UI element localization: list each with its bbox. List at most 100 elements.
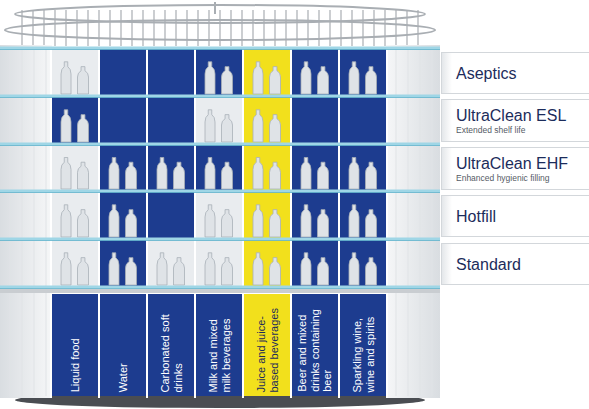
left-side-panel xyxy=(0,45,52,398)
panel-stripe xyxy=(420,48,421,396)
hygiene-level-tab: UltraClean ESLExtended shelf life xyxy=(441,99,589,142)
rack-rod xyxy=(109,10,110,46)
shelf-cell xyxy=(196,240,242,286)
bottle xyxy=(222,67,233,94)
shelf-cell xyxy=(244,240,290,286)
rack-rod xyxy=(417,10,418,46)
bottle xyxy=(318,162,329,189)
rack-rod xyxy=(186,10,187,46)
bottle xyxy=(78,162,89,189)
category-label: Water xyxy=(117,298,130,392)
bottle xyxy=(205,253,215,285)
bottle xyxy=(270,258,281,285)
rack-rod xyxy=(285,10,286,46)
glass-shelf xyxy=(0,190,440,193)
beverage-category-band: Beer and mixed drinks containing beer xyxy=(292,294,338,396)
shelf-cell xyxy=(244,145,290,190)
shelf-cell xyxy=(340,49,386,95)
shelf-cell xyxy=(292,192,338,238)
bottle xyxy=(205,158,215,190)
bottle xyxy=(109,205,119,237)
bottle xyxy=(301,62,311,94)
bottle xyxy=(61,158,71,190)
panel-stripe xyxy=(408,48,409,396)
rack-rod xyxy=(208,10,209,46)
shelf-cell xyxy=(340,240,386,286)
bottle xyxy=(270,115,281,142)
bottle xyxy=(78,210,89,237)
glass-shelf-edge xyxy=(0,240,440,241)
bottle xyxy=(349,158,359,190)
bottle xyxy=(301,253,311,285)
bottle xyxy=(318,67,329,94)
shelf-cell xyxy=(148,240,194,286)
panel-stripe xyxy=(396,48,397,396)
beverage-category-band: Milk and mixed milk beverages xyxy=(196,294,242,396)
bottle xyxy=(270,67,281,94)
rack-rod xyxy=(373,10,374,46)
shelf-cell xyxy=(244,192,290,238)
rack-rod xyxy=(263,10,264,46)
hygiene-level-tab: Hotfill xyxy=(441,195,589,237)
bottle xyxy=(253,205,263,237)
shelf-cell xyxy=(52,145,98,190)
category-label: Juice and juice-based beverages xyxy=(255,298,280,392)
panel-stripe xyxy=(10,48,11,396)
rack-rod xyxy=(340,10,341,46)
shelf-cell xyxy=(340,97,386,143)
rack-rod xyxy=(21,10,22,46)
shelf-cell xyxy=(292,97,338,143)
bottle xyxy=(78,115,89,142)
category-label: Milk and mixed milk beverages xyxy=(207,298,232,392)
rack-rod xyxy=(43,10,44,46)
shelf-cell xyxy=(196,192,242,238)
shelf-cell xyxy=(52,49,98,95)
glass-shelf xyxy=(0,286,440,289)
beverage-category-band: Sparkling wine, wine and spirits xyxy=(340,294,386,396)
bottle xyxy=(78,258,89,285)
bottle xyxy=(270,210,281,237)
hygiene-level-tab: Aseptics xyxy=(441,52,589,94)
shelf-cell xyxy=(148,192,194,238)
rack-rod xyxy=(406,10,407,46)
bottle xyxy=(366,258,377,285)
rack-rod xyxy=(219,10,220,46)
bottle xyxy=(126,210,137,237)
bottle xyxy=(270,162,281,189)
rack-rod xyxy=(274,10,275,46)
glass-shelf-edge xyxy=(0,49,440,50)
bottle xyxy=(157,158,167,190)
panel-stripes xyxy=(10,48,432,396)
bottle xyxy=(366,210,377,237)
base-rim xyxy=(0,289,440,293)
bottle xyxy=(366,67,377,94)
rack-rod xyxy=(87,10,88,46)
beverage-category-band: Water xyxy=(100,294,146,396)
bottle xyxy=(61,62,71,94)
bottle xyxy=(109,253,119,285)
shelf-cell xyxy=(100,49,146,95)
shelf-cell xyxy=(148,145,194,190)
rack-rod xyxy=(197,10,198,46)
rack-rod xyxy=(175,10,176,46)
bottle xyxy=(253,62,263,94)
rack-rod xyxy=(318,10,319,46)
category-label: Sparkling wine, wine and spirits xyxy=(351,298,376,392)
bottle xyxy=(126,162,137,189)
rack-rod xyxy=(98,10,99,46)
panel-stripe xyxy=(22,48,23,396)
shelf-cell xyxy=(100,192,146,238)
right-side-panel xyxy=(386,45,440,398)
tab-subtitle: Enhanced hygienic filling xyxy=(456,173,581,183)
tab-title: Aseptics xyxy=(456,64,581,83)
rack-rod xyxy=(362,10,363,46)
bottle xyxy=(78,67,89,94)
bottle xyxy=(349,62,359,94)
rack-rod xyxy=(76,10,77,46)
glass-shelf xyxy=(0,95,440,98)
shelf-cell xyxy=(100,145,146,190)
bottle xyxy=(222,258,233,285)
shelf-cell xyxy=(196,49,242,95)
bottle xyxy=(205,110,215,142)
